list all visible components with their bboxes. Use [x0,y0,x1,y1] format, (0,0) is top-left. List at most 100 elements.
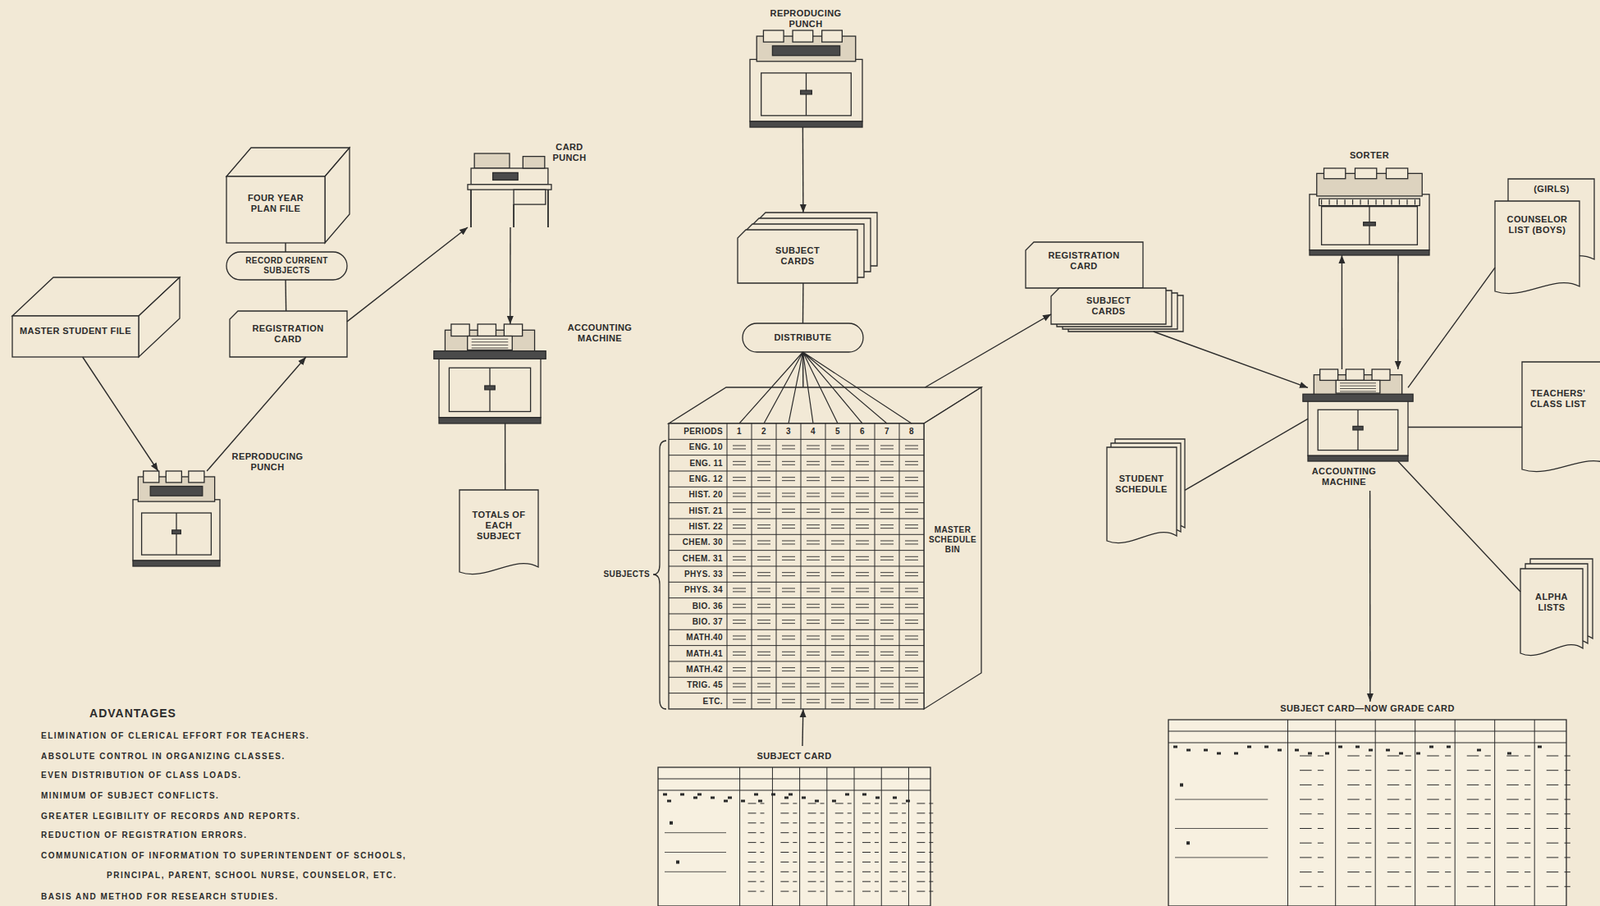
plugboard [150,486,203,497]
card-hopper [792,30,814,42]
brace-label: SUBJECTS [574,568,650,580]
card-hopper [822,30,843,42]
card-outline [1168,719,1567,906]
punched-card: SUBJECT CARD [658,767,931,906]
table-header: PERIODS [668,425,723,437]
box-side [138,277,180,357]
desk-legs [470,189,549,228]
card-hopper [1345,369,1364,380]
machine-base [749,121,863,128]
machine-base [132,560,220,567]
box-front [12,315,139,357]
node-text: STUDENT SCHEDULE [1108,473,1175,495]
punched-holes [1179,784,1190,843]
document-stack [1520,558,1593,656]
drawer [513,189,546,205]
card-box: REGISTRATION CARD [229,310,348,357]
period-number: 4 [800,425,826,437]
node-text: ACCOUNTING MACHINE [562,322,638,344]
advantage-item: ELIMINATION OF CLERICAL EFFORT FOR TEACH… [41,727,501,745]
node-text: TOTALS OF EACH SUBJECT [470,509,528,542]
paper-form [467,336,513,351]
subject-name: BIO. 36 [668,600,723,612]
node-text: ALPHA LISTS [1526,591,1577,613]
schedule-table [668,423,924,709]
machine: REPRODUCING PUNCH [132,470,220,567]
connector [1184,418,1308,490]
keyboard [493,172,519,180]
card-stack: SUBJECT CARDS [737,212,878,284]
card-columns [740,767,910,906]
card-stack [1051,288,1184,332]
card-hopper [1324,168,1346,179]
period-number: 6 [850,425,875,437]
process-pill [742,323,864,352]
card-hopper [143,470,160,483]
document [1494,201,1580,294]
advantage-item: BASIS AND METHOD FOR RESEARCH STUDIES. [41,888,501,906]
node-text: RECORD CURRENT SUBJECTS [226,256,348,276]
node-text: SUBJECT CARDS [1071,295,1146,317]
node-text: SORTER [1309,150,1430,161]
card-note-lines [664,832,727,873]
machine [467,153,552,228]
card-hopper [1320,369,1339,380]
print-carriage [1302,393,1413,402]
document: TEACHERS' CLASS LIST [1522,361,1600,475]
connector [284,242,286,252]
card-rule [658,778,931,791]
subject-name: PHYS. 33 [668,568,723,580]
node-text: REPRODUCING PUNCH [764,8,847,30]
connector [1369,490,1372,702]
card-fields [1299,755,1571,887]
punched-holes [669,822,680,863]
machine-body [132,499,220,561]
machine: ACCOUNTING MACHINE [1307,369,1408,462]
card-hopper [1385,168,1408,179]
node-text: COUNSELOR LIST (BOYS) [1498,214,1577,236]
subject-name: HIST. 22 [668,521,723,532]
machine: SORTER [1309,168,1430,256]
node-text: SUBJECT CARD—NOW GRADE CARD [1168,703,1567,714]
card-hopper [451,324,470,337]
machine-base [1307,455,1408,462]
node-text: ACCOUNTING MACHINE [1298,466,1390,488]
document-stack [1106,438,1185,544]
connector [1341,255,1343,370]
door-panel [761,73,852,116]
subject-name: ETC. [668,695,723,707]
pill-outline [742,323,864,352]
card-rule [1168,731,1567,743]
advantage-item: COMMUNICATION OF INFORMATION TO SUPERINT… [41,845,468,886]
card-hopper [763,30,784,42]
subject-name: HIST. 21 [668,505,723,517]
machine-body [749,59,863,122]
node-text: TEACHERS' CLASS LIST [1526,388,1590,410]
door-handle [484,385,495,390]
card-slots [732,445,919,703]
subject-name: CHEM. 30 [668,536,723,548]
card-outline [1051,288,1166,325]
card-outline [737,229,858,284]
punched-holes [1173,746,1542,754]
document-stack: ALPHA LISTS [1520,558,1593,659]
sorter-pockets [1321,199,1416,205]
period-number: 2 [751,425,777,437]
subject-name: ENG. 10 [668,441,723,453]
pocket-row [1319,198,1421,206]
connector [504,423,506,490]
advantage-item: ABSOLUTE CONTROL IN ORGANIZING CLASSES. [41,748,501,765]
connector [1408,267,1495,388]
card-hopper [165,470,182,483]
card-hopper [188,470,205,483]
document-stack: STUDENT SCHEDULE [1106,438,1185,546]
period-number: 3 [776,425,801,437]
connector [924,314,1052,388]
card-hopper [477,324,496,337]
print-carriage [434,351,546,360]
process-pill: RECORD CURRENT SUBJECTS [226,251,348,280]
period-number: 7 [874,425,900,437]
print-line [1339,382,1376,384]
period-number: 1 [726,425,752,437]
